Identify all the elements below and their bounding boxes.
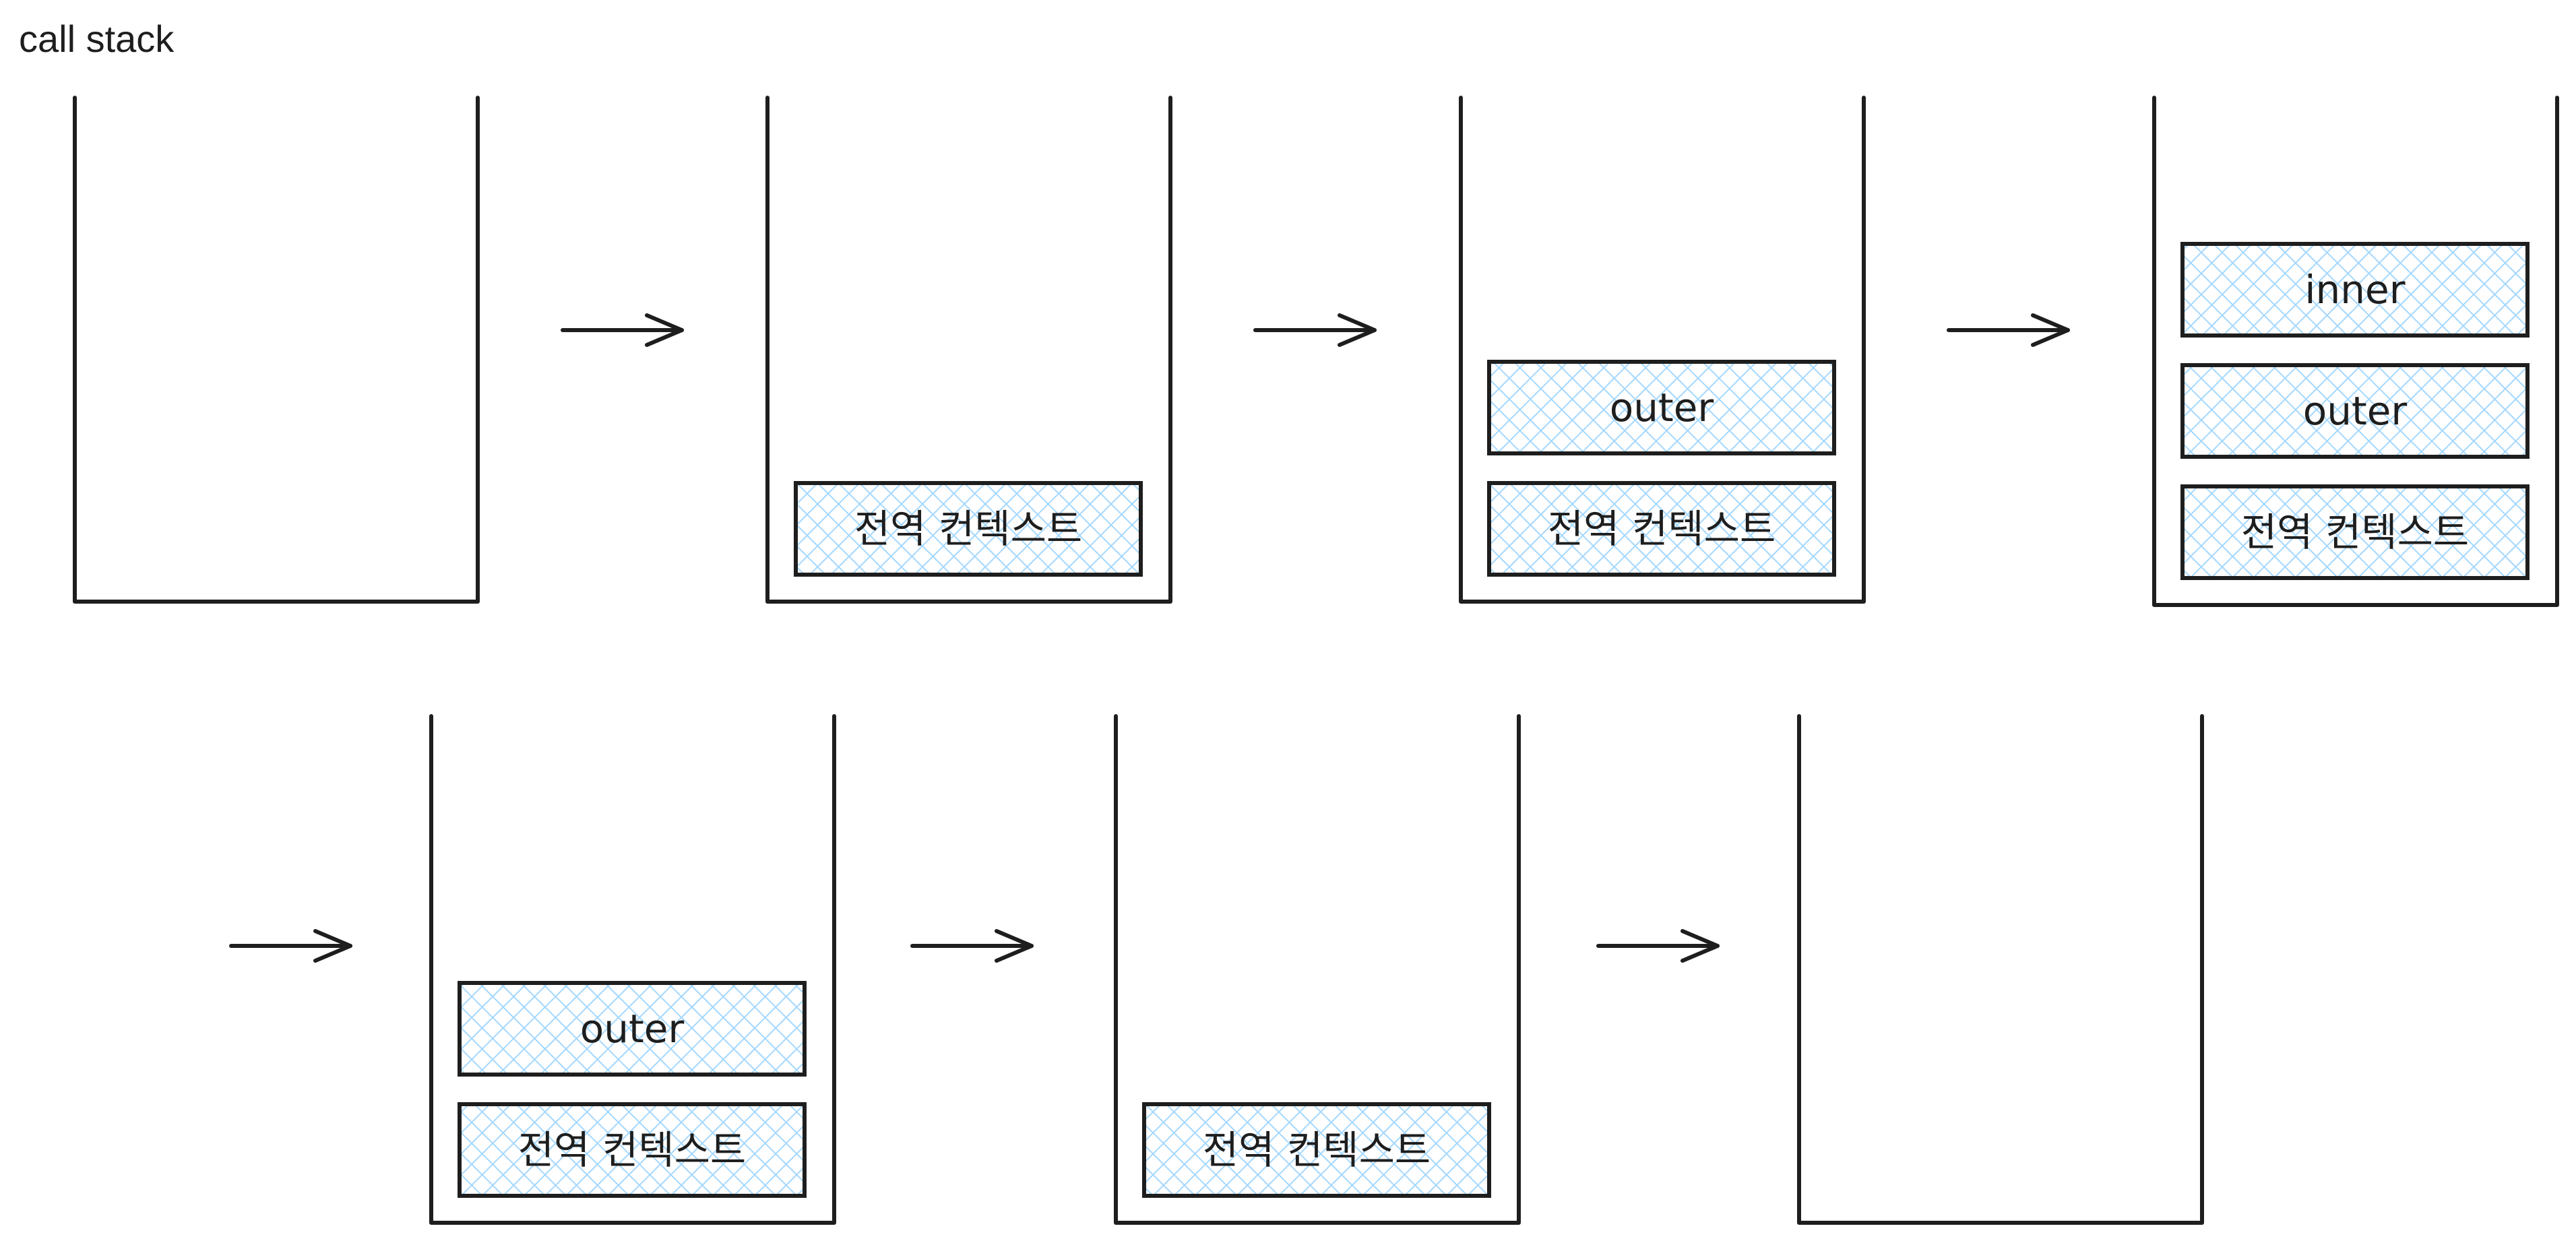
arrow-right-icon bbox=[910, 929, 1034, 963]
stack-container bbox=[1459, 96, 1866, 604]
stack-container bbox=[765, 96, 1172, 604]
call-stack-7 bbox=[1797, 714, 2204, 1225]
call-stack-5: 전역 컨텍스트 outer bbox=[429, 714, 836, 1225]
stack-frame-box bbox=[458, 1102, 807, 1198]
stack-frame-label: 전역 컨텍스트 bbox=[518, 1127, 747, 1173]
call-stack-6: 전역 컨텍스트 bbox=[1114, 714, 1521, 1225]
stack-frame-box bbox=[794, 481, 1143, 577]
stack-frame-label: outer bbox=[580, 1006, 685, 1052]
call-stack-3: 전역 컨텍스트 outer bbox=[1459, 96, 1866, 604]
arrow-right-icon bbox=[1596, 929, 1720, 963]
stack-frame: 전역 컨텍스트 bbox=[1487, 481, 1836, 577]
stack-frame-box bbox=[1487, 360, 1836, 455]
stack-frame-box bbox=[1142, 1102, 1491, 1198]
call-stack-1 bbox=[73, 96, 480, 604]
stack-frame: 전역 컨텍스트 bbox=[458, 1102, 807, 1198]
call-stack-4: 전역 컨텍스트 outer inner bbox=[2152, 96, 2559, 607]
call-stack-2: 전역 컨텍스트 bbox=[765, 96, 1172, 604]
stack-frame: 전역 컨텍스트 bbox=[1142, 1102, 1491, 1198]
stack-frame-box bbox=[2180, 484, 2530, 580]
stack-frame: outer bbox=[2180, 363, 2530, 459]
stack-frame-label: outer bbox=[2303, 388, 2408, 434]
stack-container bbox=[1797, 714, 2204, 1225]
stack-frame: 전역 컨텍스트 bbox=[2180, 484, 2530, 580]
stack-frame-box bbox=[2180, 242, 2530, 338]
stack-container bbox=[2152, 96, 2559, 607]
stack-frame: 전역 컨텍스트 bbox=[794, 481, 1143, 577]
stack-frame-box bbox=[2180, 363, 2530, 459]
arrow-right-icon bbox=[561, 313, 684, 347]
arrow-right-icon bbox=[229, 929, 352, 963]
stack-container bbox=[73, 96, 480, 604]
stack-frame-label: inner bbox=[2304, 267, 2405, 313]
arrow-right-icon bbox=[1947, 313, 2070, 347]
stack-frame-label: 전역 컨텍스트 bbox=[2241, 509, 2470, 555]
diagram-title: call stack bbox=[19, 18, 175, 60]
arrow-right-icon bbox=[1253, 313, 1377, 347]
stack-frame-label: 전역 컨텍스트 bbox=[1548, 506, 1776, 552]
stack-frame-label: 전역 컨텍스트 bbox=[854, 506, 1083, 552]
stack-container bbox=[429, 714, 836, 1225]
stack-frame: outer bbox=[1487, 360, 1836, 455]
stack-frame-box bbox=[1487, 481, 1836, 577]
stack-frame-label: outer bbox=[1610, 385, 1714, 430]
stack-frame: outer bbox=[458, 981, 807, 1077]
stack-frame-box bbox=[458, 981, 807, 1077]
stack-frame: inner bbox=[2180, 242, 2530, 338]
stack-container bbox=[1114, 714, 1521, 1225]
stack-frame-label: 전역 컨텍스트 bbox=[1203, 1127, 1431, 1173]
